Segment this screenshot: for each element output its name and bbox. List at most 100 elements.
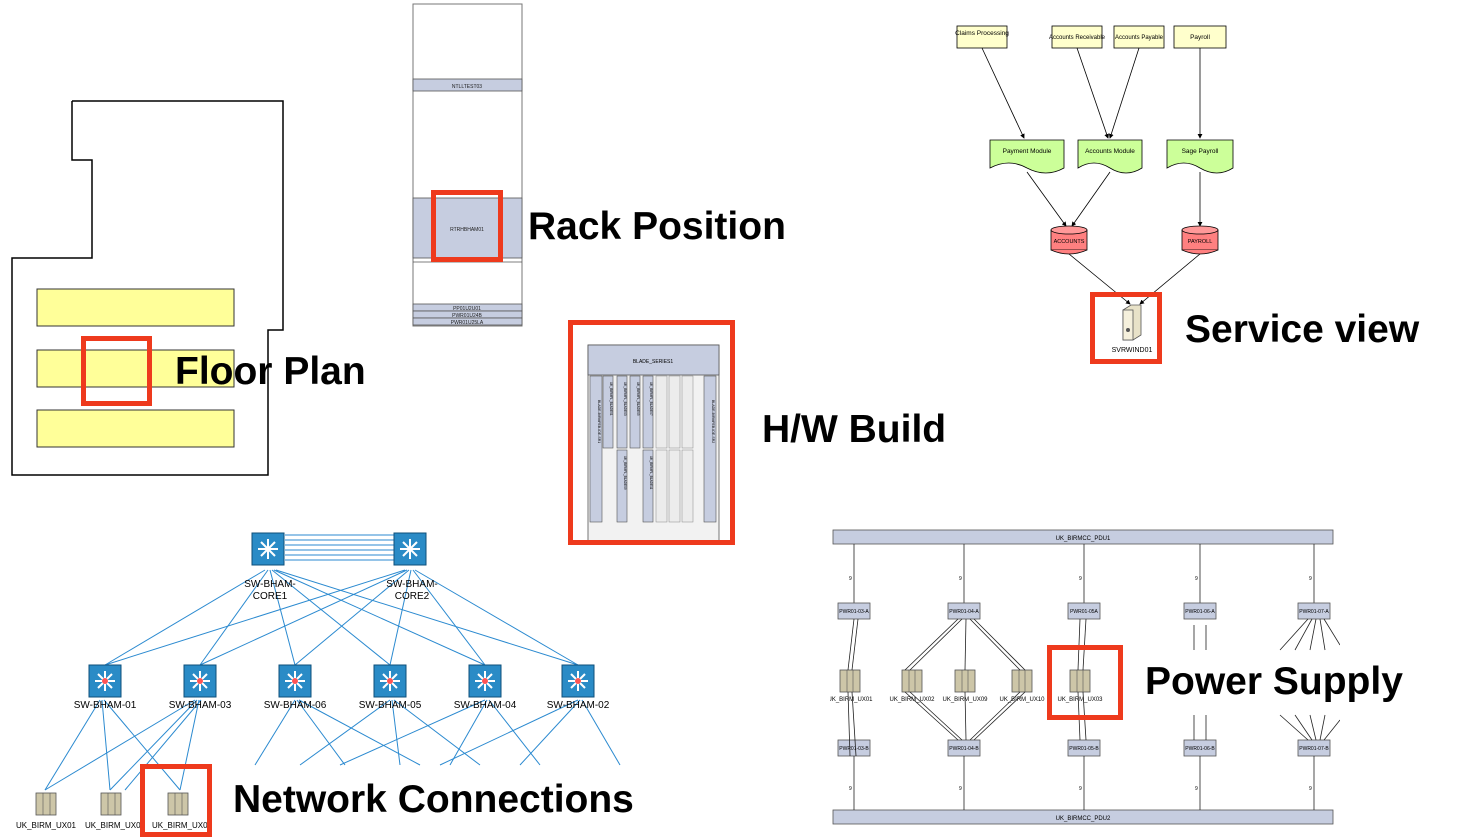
blade-top-2 — [616, 375, 628, 449]
service-view-highlight — [1090, 292, 1162, 364]
access-switch-2-icon — [183, 664, 217, 698]
blade-top-1-label: UK_BIRMFL_BLADE01 — [609, 382, 613, 416]
floor-block-1 — [36, 288, 235, 327]
db-payroll-label: PAYROLL — [1188, 239, 1213, 245]
pwr-upper-3 — [1067, 602, 1101, 620]
net-server-2-icon — [100, 792, 122, 816]
service-diagram: Claims Processing Accounts Receivable Ac… — [955, 25, 1234, 354]
pdu-bottom-label: UK_BIRMCC_PDU2 — [1056, 816, 1111, 822]
core-1-label-2: CORE1 — [253, 591, 288, 602]
pwr-upper-5-label: PWR01-07-A — [1299, 609, 1329, 615]
access-switch-6-label: SW-BHAM-02 — [547, 700, 610, 711]
power-server-4-label: UK_BIRM_UX10 — [999, 697, 1045, 703]
server-label: SVRWIND01 — [1112, 347, 1153, 354]
power-server-4-icon — [1011, 669, 1033, 693]
side-left-label: BLADE-BIRMFEB-IDE-SR1 — [597, 400, 601, 443]
access-switch-6-icon — [561, 664, 595, 698]
rack-unit-1 — [412, 78, 523, 92]
feed-count-top-4: 9 — [1195, 576, 1198, 582]
pwr-upper-5 — [1297, 602, 1331, 620]
access-switch-1-icon — [88, 664, 122, 698]
blade-top-3 — [629, 375, 641, 449]
pwr-lower-2-label: PWR01-04-B — [949, 746, 979, 752]
floor-plan-highlight — [81, 336, 152, 406]
access-switch-3-icon — [278, 664, 312, 698]
access-switch-1-label: SW-BHAM-01 — [74, 700, 137, 711]
app-payroll-label: Payroll — [1190, 34, 1210, 41]
db-accounts: ACCOUNTS — [1050, 225, 1088, 255]
pwr-upper-4 — [1183, 602, 1217, 620]
pwr-lower-5-label: PWR01-07-B — [1299, 746, 1329, 752]
access-switch-4-icon — [373, 664, 407, 698]
server-icon — [1122, 304, 1142, 341]
net-server-1-label: UK_BIRM_UX01 — [16, 821, 77, 830]
app-receivable-label: Accounts Receivable — [1049, 35, 1106, 41]
blade-bottom-2 — [642, 449, 654, 523]
rack-position-highlight — [431, 190, 503, 262]
blade-bottom-1 — [616, 449, 628, 523]
module-accounts-label: Accounts Module — [1085, 148, 1135, 155]
core-2-label-2: CORE2 — [395, 591, 430, 602]
feed-count-bottom-3: 9 — [1079, 786, 1082, 792]
module-payment-box — [989, 139, 1065, 174]
core-1-label: SW-BHAM- — [244, 579, 295, 590]
pwr-upper-4-label: PWR01-06-A — [1185, 609, 1215, 615]
power-diagram: UK_BIRMCC_PDU1 UK_BIRMCC_PDU2 9PWR01-03-… — [830, 529, 1340, 825]
net-server-2-label: UK_BIRM_UX02 — [85, 821, 146, 830]
blade-bottom-2-label: UK_BIRMFL_BLADE11 — [649, 456, 653, 490]
db-payroll: PAYROLL — [1181, 225, 1219, 255]
app-claims-label: Claims Processing — [955, 30, 1009, 37]
access-switch-5-icon — [468, 664, 502, 698]
side-panel-left — [589, 375, 603, 523]
feed-count-top-5: 9 — [1309, 576, 1312, 582]
access-switch-2-label: SW-BHAM-03 — [169, 700, 232, 711]
pwr-lower-1-label: PWR01-03-B — [839, 746, 869, 752]
rack-unit-5 — [412, 317, 523, 326]
access-switch-4-label: SW-BHAM-05 — [359, 700, 422, 711]
app-payable-label: Accounts Payable — [1115, 35, 1164, 41]
net-server-1-icon — [35, 792, 57, 816]
module-accounts-box — [1077, 139, 1143, 174]
pdu-top-label: UK_BIRMCC_PDU1 — [1056, 536, 1111, 542]
power-server-2-label: UK_BIRM_UX02 — [889, 697, 935, 703]
feed-count-bottom-4: 9 — [1195, 786, 1198, 792]
blade-top-3-label: UK_BIRMFL_BLADE05 — [636, 382, 640, 416]
net-server-3-icon — [167, 792, 189, 816]
rack-unit-4-label: PWR01U24B — [452, 313, 482, 319]
pwr-lower-3-label: PWR01-05-B — [1069, 746, 1099, 752]
power-server-1-icon — [839, 669, 861, 693]
module-sage-label: Sage Payroll — [1182, 148, 1219, 155]
power-server-2-icon — [901, 669, 923, 693]
hw-build-caption: H/W Build — [762, 408, 947, 451]
pdu-bottom-bar — [832, 809, 1334, 825]
chassis-label: BLADE_SERIES1 — [633, 359, 674, 365]
rack-diagram: NTLLTEST03 RTRHBHAM01 PP01U2U01 PWR01U24… — [412, 3, 523, 327]
power-server-5-label: UK_BIRM_UX03 — [1057, 697, 1103, 703]
rack-position-caption: Rack Position — [528, 205, 786, 248]
rack-unit-2-label: RTRHBHAM01 — [450, 227, 484, 233]
power-server-1-label: UK_BIRM_UX01 — [830, 697, 873, 703]
rack-unit-3-label: PP01U2U01 — [453, 306, 481, 312]
side-panel-right — [703, 375, 717, 523]
feed-count-bottom-2: 9 — [959, 786, 962, 792]
network-caption: Network Connections — [233, 778, 634, 821]
blade-top-2-label: UK_BIRMFL_BLADE03 — [623, 382, 627, 416]
pwr-lower-4-label: PWR01-06-B — [1185, 746, 1215, 752]
pwr-upper-1-label: PWR01-03-A — [839, 609, 869, 615]
feed-count-top-2: 9 — [959, 576, 962, 582]
hw-build-highlight — [568, 320, 735, 545]
feed-count-top-1: 9 — [849, 576, 852, 582]
blade-top-4 — [642, 375, 654, 449]
power-server-3-icon — [954, 669, 976, 693]
rack-unit-1-label: NTLLTEST03 — [452, 84, 482, 90]
chassis-header — [587, 344, 720, 376]
module-sage-box — [1166, 139, 1234, 174]
service-view-caption: Service view — [1185, 308, 1420, 351]
power-server-5-icon — [1069, 669, 1091, 693]
blade-bottom-1-label: UK_BIRMFL_BLADE09 — [623, 456, 627, 490]
floor-plan-diagram — [11, 100, 284, 476]
net-server-3-label: UK_BIRM_UX03 — [152, 821, 213, 830]
rack-frame — [412, 3, 523, 327]
core-switch-1-icon — [251, 532, 285, 566]
feed-count-bottom-5: 9 — [1309, 786, 1312, 792]
